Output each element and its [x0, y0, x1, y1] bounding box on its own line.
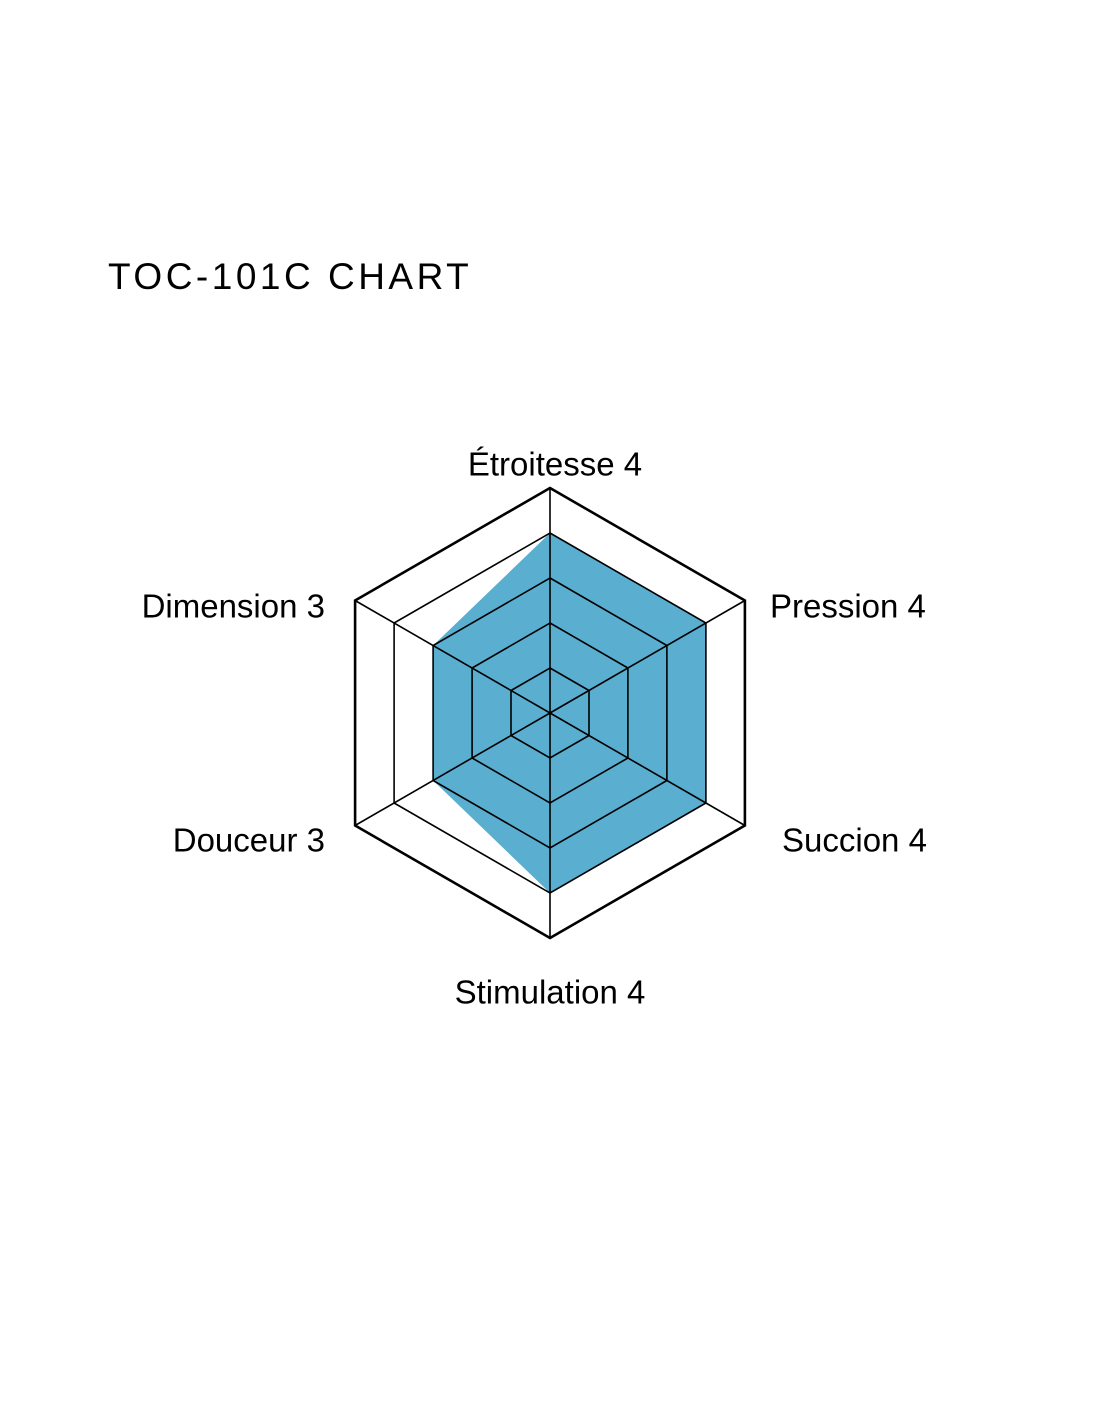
- axis-label-layer: Étroitesse 4 Pression 4 Succion 4 Stimulati…: [142, 446, 927, 1011]
- axis-label-4: Douceur 3: [173, 822, 325, 859]
- axis-spoke-5: [354, 599, 551, 714]
- chart-title: TOC-101C CHART: [108, 256, 473, 297]
- data-fill-layer: [432, 532, 707, 894]
- grid-layer: [353, 486, 747, 940]
- axis-spoke-2: [549, 712, 746, 827]
- axis-label-2: Succion 4: [782, 822, 927, 859]
- axis-label-1: Pression 4: [770, 588, 926, 625]
- data-polygon: [433, 533, 706, 893]
- axis-spoke-4: [354, 712, 551, 827]
- axis-label-0: Étroitesse 4: [468, 446, 642, 483]
- axis-label-3: Stimulation 4: [455, 974, 646, 1011]
- axis-spoke-1: [549, 599, 746, 714]
- axis-label-5: Dimension 3: [142, 588, 325, 625]
